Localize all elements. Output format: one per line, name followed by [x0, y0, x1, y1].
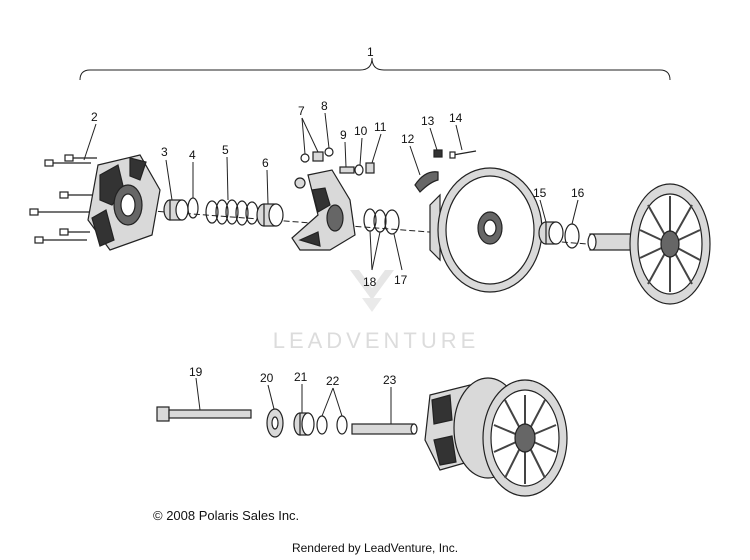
ring-part-16: [564, 223, 580, 249]
callout-20: 20: [260, 371, 274, 385]
callout-23: 23: [383, 373, 397, 387]
pin-part-14: [449, 150, 477, 159]
assembled-clutch: [424, 377, 568, 497]
bolts-part-2: [29, 154, 97, 244]
callout-19: 19: [189, 365, 203, 379]
callout-12: 12: [401, 132, 415, 146]
callout-9: 9: [340, 128, 347, 142]
callout-7: 7: [298, 104, 305, 118]
callout-11: 11: [374, 120, 387, 134]
fixed-sheave: [587, 183, 711, 305]
bushing-part-3: [163, 199, 189, 221]
callout-1: 1: [367, 45, 374, 59]
ring-part-4: [187, 197, 199, 219]
roller-part-7: [300, 153, 310, 163]
assembly-bracket: [79, 57, 671, 81]
callout-6: 6: [262, 156, 269, 170]
leader-lines: [83, 112, 579, 424]
callout-2: 2: [91, 110, 98, 124]
bushing-part-21: [293, 412, 315, 436]
weight-part-12: [414, 171, 439, 193]
callout-22: 22: [326, 374, 340, 388]
tube-part-23: [351, 423, 418, 435]
washer-part-20: [266, 408, 284, 438]
cover-spider-part-2: [87, 154, 161, 251]
callout-15: 15: [533, 186, 547, 200]
bushing-part-6: [256, 203, 284, 227]
callout-labels: 1 2 3 4 5 6 7 8 9 10 11 12 13 14 15 16 1…: [91, 45, 585, 388]
bolt-part-19: [156, 406, 252, 422]
callout-13: 13: [421, 114, 435, 128]
callout-3: 3: [161, 145, 168, 159]
bushing-part-15: [538, 221, 564, 245]
callout-17: 17: [394, 273, 408, 287]
movable-sheave: [429, 167, 543, 293]
callout-8: 8: [321, 99, 328, 113]
callout-18: 18: [363, 275, 377, 289]
callout-16: 16: [571, 186, 585, 200]
callout-14: 14: [449, 111, 463, 125]
callout-21: 21: [294, 370, 308, 384]
ring-part-17: [384, 209, 400, 235]
spider-arm-assembly: [291, 169, 356, 251]
rendered-by-text: Rendered by LeadVenture, Inc.: [291, 541, 459, 555]
callout-10: 10: [354, 124, 368, 138]
leadventure-watermark-logo: [350, 270, 394, 312]
axis-centerline: [139, 209, 641, 249]
copyright-text: © 2008 Polaris Sales Inc.: [153, 508, 300, 523]
washer-part-10: [354, 164, 364, 176]
roller-part-8: [312, 147, 334, 162]
callout-5: 5: [222, 143, 229, 157]
watermark-text: LEADVENTURE: [273, 328, 480, 353]
spring-part-5: [205, 199, 259, 226]
o-rings-part-22: [316, 415, 348, 435]
nut-part-13: [433, 149, 443, 158]
callout-4: 4: [189, 148, 196, 162]
roller-part-11: [365, 162, 375, 174]
pin-part-9: [339, 166, 355, 174]
